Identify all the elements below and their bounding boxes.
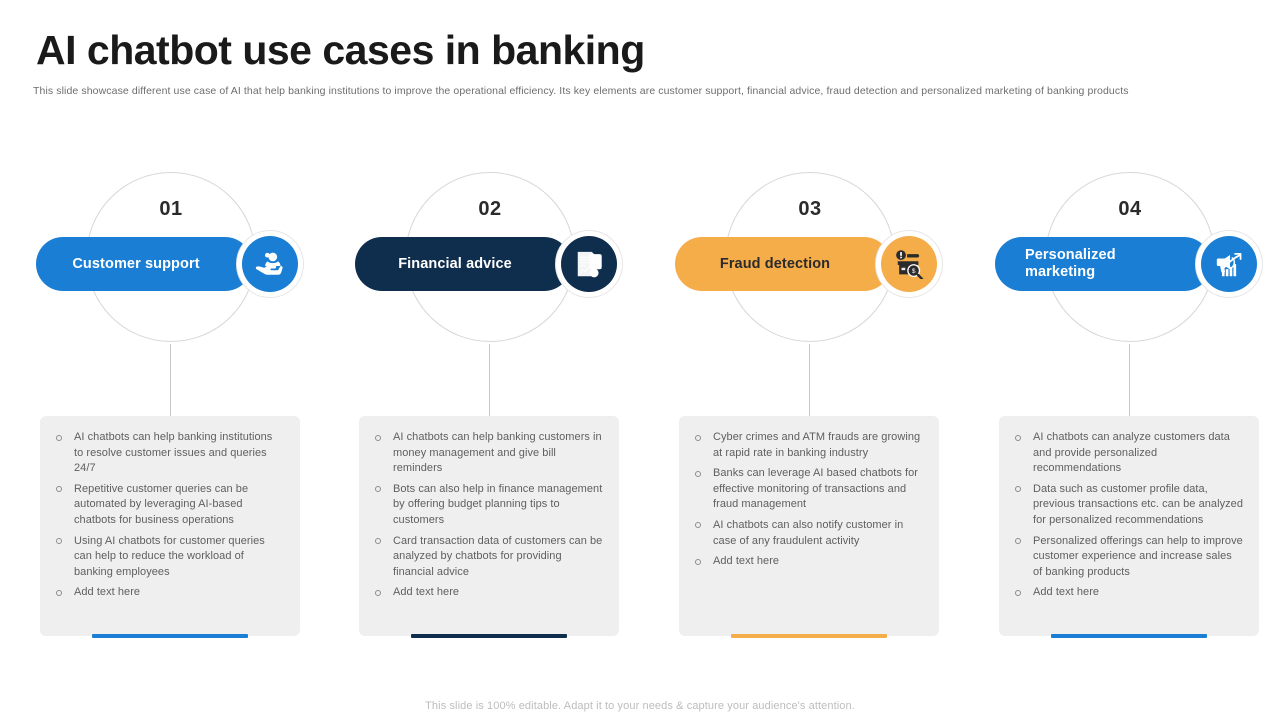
use-case-label: Personalized marketing bbox=[1025, 247, 1116, 280]
use-case-label: Customer support bbox=[72, 255, 200, 272]
bullet-item: AI chatbots can analyze customers data a… bbox=[1013, 430, 1243, 477]
bullet-text: Add text here bbox=[1033, 586, 1100, 599]
bullet-item: AI chatbots can also notify customer in … bbox=[693, 518, 923, 549]
connector-line bbox=[1129, 344, 1130, 416]
bullet-text: Card transaction data of customers can b… bbox=[393, 534, 603, 578]
bullet-text: Using AI chatbots for customer queries c… bbox=[74, 534, 265, 578]
bullet-marker-icon bbox=[56, 589, 62, 596]
bullet-item: Personalized offerings can help to impro… bbox=[1013, 534, 1243, 581]
bullet-text: Personalized offerings can help to impro… bbox=[1033, 534, 1243, 578]
use-case-pill-2[interactable]: Financial advice bbox=[355, 237, 571, 291]
use-case-card-2: AI chatbots can help banking customers i… bbox=[359, 416, 619, 636]
fraud-magnifier-icon: $ bbox=[881, 236, 937, 292]
support-hand-icon bbox=[242, 236, 298, 292]
step-number: 02 bbox=[478, 198, 502, 220]
bullet-list: AI chatbots can analyze customers data a… bbox=[1013, 430, 1243, 601]
bullet-item: Add text here bbox=[1013, 585, 1243, 601]
bullet-text: Add text here bbox=[74, 586, 141, 599]
bullet-marker-icon bbox=[695, 434, 701, 441]
bullet-marker-icon bbox=[375, 486, 381, 493]
bullet-item: Card transaction data of customers can b… bbox=[373, 534, 603, 581]
bullet-text: Repetitive customer queries can be autom… bbox=[74, 482, 249, 526]
bullet-text: Bots can also help in finance management… bbox=[393, 482, 603, 526]
page-title: AI chatbot use cases in banking bbox=[36, 27, 645, 73]
bullet-item: Add text here bbox=[54, 585, 284, 601]
step-number: 01 bbox=[159, 198, 183, 220]
card-accent-bar bbox=[731, 634, 887, 638]
bullet-text: Banks can leverage AI based chatbots for… bbox=[713, 467, 919, 511]
bullet-marker-icon bbox=[695, 522, 701, 529]
bullet-list: AI chatbots can help banking customers i… bbox=[373, 430, 603, 601]
use-case-card-3: Cyber crimes and ATM frauds are growing … bbox=[679, 416, 939, 636]
bullet-item: AI chatbots can help banking customers i… bbox=[373, 430, 603, 477]
use-case-card-4: AI chatbots can analyze customers data a… bbox=[999, 416, 1259, 636]
footer-note: This slide is 100% editable. Adapt it to… bbox=[425, 700, 855, 712]
bullet-item: Banks can leverage AI based chatbots for… bbox=[693, 466, 923, 513]
page-subtitle: This slide showcase different use case o… bbox=[33, 85, 1129, 97]
connector-line bbox=[489, 344, 490, 416]
bullet-marker-icon bbox=[1015, 589, 1021, 596]
connector-line bbox=[809, 344, 810, 416]
step-number: 04 bbox=[1118, 198, 1142, 220]
bullet-text: AI chatbots can help banking customers i… bbox=[393, 431, 602, 475]
bullet-marker-icon bbox=[375, 434, 381, 441]
bullet-marker-icon bbox=[1015, 486, 1021, 493]
bullet-item: Repetitive customer queries can be autom… bbox=[54, 482, 284, 529]
use-case-label: Financial advice bbox=[398, 255, 512, 272]
bullet-marker-icon bbox=[56, 538, 62, 545]
card-accent-bar bbox=[1051, 634, 1207, 638]
use-case-pill-3[interactable]: Fraud detection bbox=[675, 237, 891, 291]
bullet-text: Cyber crimes and ATM frauds are growing … bbox=[713, 431, 921, 459]
bullet-item: Add text here bbox=[693, 554, 923, 570]
use-case-card-1: AI chatbots can help banking institution… bbox=[40, 416, 300, 636]
use-case-pill-4[interactable]: Personalized marketing bbox=[995, 237, 1211, 291]
bullet-marker-icon bbox=[375, 538, 381, 545]
bullet-list: AI chatbots can help banking institution… bbox=[54, 430, 284, 601]
bullet-item: Data such as customer profile data, prev… bbox=[1013, 482, 1243, 529]
bullet-item: Add text here bbox=[373, 585, 603, 601]
connector-line bbox=[170, 344, 171, 416]
step-number: 03 bbox=[798, 198, 822, 220]
bullet-item: Bots can also help in finance management… bbox=[373, 482, 603, 529]
bullet-marker-icon bbox=[375, 589, 381, 596]
bullet-item: Using AI chatbots for customer queries c… bbox=[54, 534, 284, 581]
bullet-marker-icon bbox=[1015, 538, 1021, 545]
megaphone-growth-icon bbox=[1201, 236, 1257, 292]
bullet-text: Data such as customer profile data, prev… bbox=[1033, 482, 1243, 526]
bullet-text: Add text here bbox=[713, 555, 780, 568]
bullet-marker-icon bbox=[56, 434, 62, 441]
bullet-marker-icon bbox=[1015, 434, 1021, 441]
bullet-text: AI chatbots can also notify customer in … bbox=[713, 518, 904, 547]
bullet-item: Cyber crimes and ATM frauds are growing … bbox=[693, 430, 923, 461]
document-calculator-icon: $ bbox=[561, 236, 617, 292]
bullet-text: AI chatbots can help banking institution… bbox=[74, 431, 273, 475]
svg-text:$: $ bbox=[912, 268, 916, 275]
bullet-list: Cyber crimes and ATM frauds are growing … bbox=[693, 430, 923, 570]
bullet-text: AI chatbots can analyze customers data a… bbox=[1033, 431, 1230, 475]
bullet-marker-icon bbox=[695, 558, 701, 565]
card-accent-bar bbox=[411, 634, 567, 638]
bullet-marker-icon bbox=[695, 470, 701, 477]
bullet-item: AI chatbots can help banking institution… bbox=[54, 430, 284, 477]
svg-text:$: $ bbox=[593, 271, 597, 277]
use-case-pill-1[interactable]: Customer support bbox=[36, 237, 252, 291]
use-case-label: Fraud detection bbox=[719, 255, 831, 272]
card-accent-bar bbox=[92, 634, 248, 638]
bullet-marker-icon bbox=[56, 486, 62, 493]
bullet-text: Add text here bbox=[393, 586, 460, 599]
